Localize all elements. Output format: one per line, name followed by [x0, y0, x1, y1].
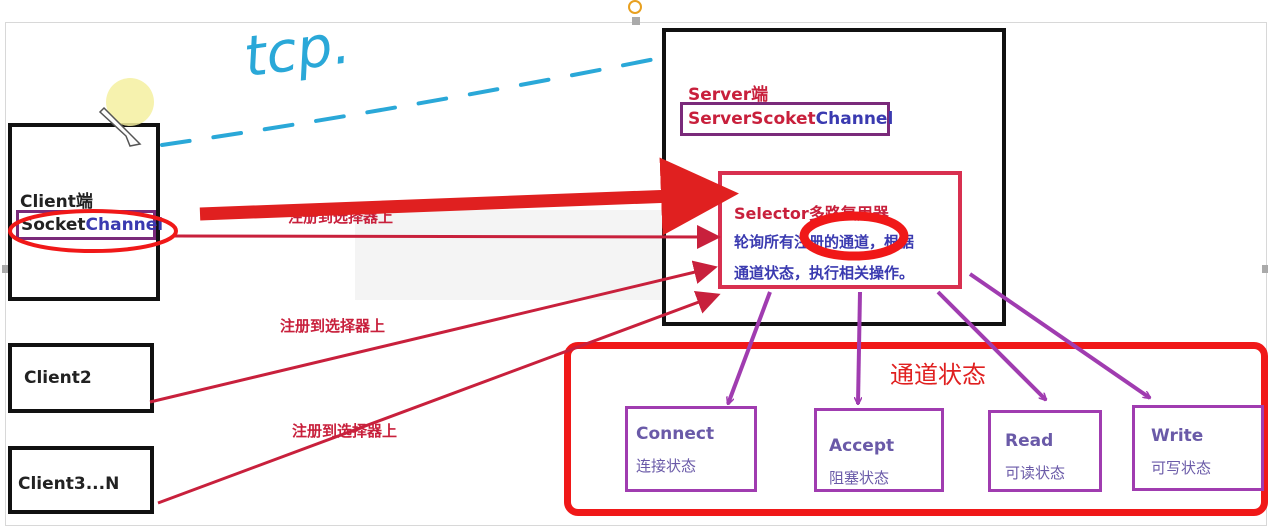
client3-box [8, 446, 154, 514]
server-title: Server端 [688, 85, 769, 105]
client2-box [8, 343, 154, 413]
state-write-desc: 可写状态 [1151, 459, 1212, 477]
client2-title: Client2 [24, 368, 92, 388]
server-channel-prefix: ServerScoket [688, 109, 816, 129]
state-read-box [988, 410, 1102, 492]
state-write-box [1132, 405, 1264, 491]
selector-to-accept-arrow [858, 291, 860, 404]
client1-channel-socket: Socket [21, 215, 86, 235]
client1-register-line [174, 224, 721, 249]
server-channel-suffix: Channel [815, 109, 894, 129]
client2-register-line [149, 260, 718, 404]
register-label-2: 注册到选择器上 [280, 317, 386, 335]
client1-channel-suffix: Channel [85, 215, 164, 235]
pointer-highlight [106, 78, 154, 126]
state-connect-name: Connect [636, 424, 715, 444]
socketchannel-highlight-ellipse [8, 209, 178, 253]
state-connect-desc: 连接状态 [636, 457, 697, 475]
client3-title: Client3...N [18, 474, 120, 494]
selection-handle-right[interactable] [1262, 265, 1268, 273]
selection-handle-top[interactable] [632, 17, 640, 25]
state-read-name: Read [1005, 431, 1054, 451]
client1-socketchannel-label: SocketChannel [21, 215, 163, 235]
channel-states-group [564, 342, 1268, 516]
tcp-dashed-line [160, 56, 662, 147]
watermark-overlay [355, 210, 675, 300]
server-channel-box [680, 102, 890, 136]
state-accept-name: Accept [829, 436, 895, 456]
server-channel-label: ServerScoketChannel [688, 109, 893, 129]
state-connect-box [625, 406, 757, 492]
state-accept-box [814, 408, 944, 492]
channel-states-title: 通道状态 [890, 361, 986, 389]
selection-handle-left[interactable] [2, 265, 8, 273]
selector-to-read-arrow [936, 290, 1046, 400]
client3-register-line [157, 291, 721, 505]
selector-desc-line2: 通道状态，执行相关操作。 [734, 264, 915, 282]
pen-cursor-icon [98, 106, 142, 147]
state-write-name: Write [1151, 426, 1204, 446]
selector-desc-line1: 轮询所有注册的通道，根据 [734, 233, 915, 251]
state-accept-desc: 阻塞状态 [829, 469, 890, 487]
main-register-arrow [199, 157, 739, 236]
client1-title: Client端 [20, 192, 93, 212]
rotate-handle-icon[interactable] [628, 0, 642, 14]
register-label-3: 注册到选择器上 [292, 422, 398, 440]
registered-channel-highlight-ellipse [799, 211, 909, 261]
state-read-desc: 可读状态 [1005, 464, 1066, 482]
selector-box [718, 171, 962, 289]
selector-to-connect-arrow [728, 291, 772, 404]
selector-to-write-arrow [968, 272, 1150, 400]
